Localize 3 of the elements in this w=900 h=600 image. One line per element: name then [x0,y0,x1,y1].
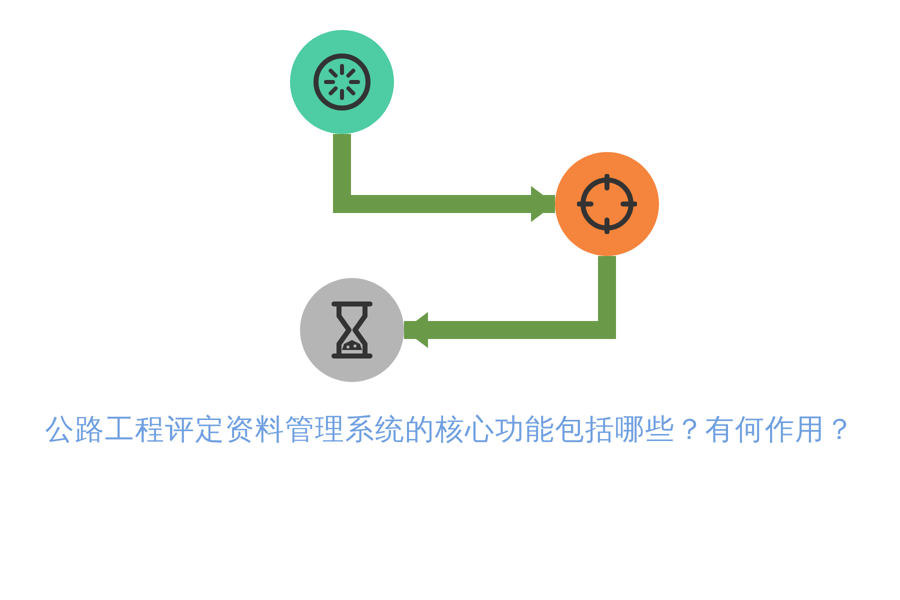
title: 公路工程评定资料管理系统的核心功能包括哪些？有何作用？ [44,411,856,448]
arrow [404,256,616,348]
arrow [333,134,555,222]
